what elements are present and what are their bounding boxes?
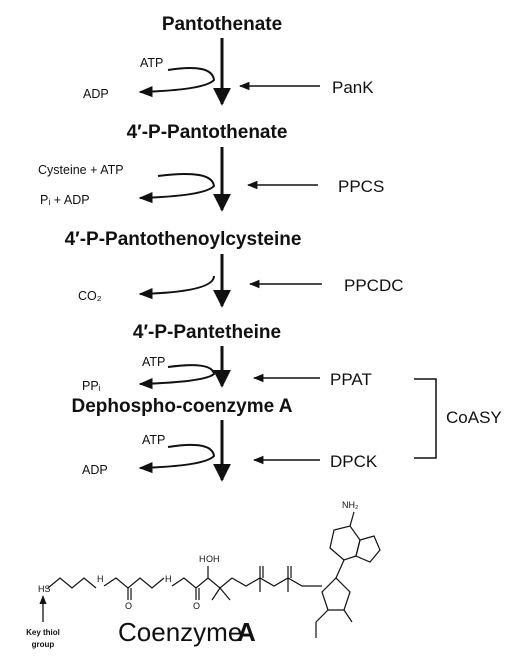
product-letter: A	[237, 617, 256, 647]
step-5-input: ATP	[142, 433, 165, 447]
atom-oh: OH	[206, 554, 220, 564]
atom-ho: H	[199, 554, 206, 564]
step-2: Cysteine + ATP Pᵢ + ADP PPCS	[38, 147, 384, 212]
amine-bond	[349, 511, 355, 527]
coasy-bracket	[414, 378, 437, 459]
coenzyme-a-structure	[47, 511, 381, 638]
product-name: Coenzyme	[118, 617, 242, 647]
step-1-input: ATP	[140, 56, 163, 70]
enzyme-ppcs: PPCS	[338, 177, 384, 196]
enzyme-dpck: DPCK	[330, 452, 378, 471]
atom-nh-1: H	[97, 574, 104, 584]
diphosphate-chain	[231, 577, 303, 587]
atom-o-2: O	[193, 601, 200, 611]
side-arrow-4	[138, 364, 216, 390]
thiol-note-line2: group	[32, 640, 55, 649]
glycosidic-bond	[335, 559, 345, 579]
metabolite-4p-pantothenoylcysteine: 4′-P-Pantothenoylcysteine	[65, 229, 302, 250]
side-arrow-5	[138, 443, 216, 474]
step-2-input: Cysteine + ATP	[38, 163, 124, 177]
side-arrow-2	[138, 173, 216, 204]
side-arrow-1	[138, 67, 216, 98]
metabolite-4p-pantetheine: 4′-P-Pantetheine	[133, 322, 281, 343]
enzyme-ppcdc: PPCDC	[344, 276, 404, 295]
step-1: ATP ADP PanK	[83, 38, 374, 106]
metabolite-pantothenate: Pantothenate	[162, 14, 282, 35]
metabolite-4p-pantothenate: 4′-P-Pantothenate	[127, 122, 288, 143]
step-3-output: CO₂	[78, 289, 102, 303]
adenine-ring-6	[329, 525, 361, 561]
atom-o-1: O	[125, 601, 132, 611]
cysteamine-chain	[47, 577, 97, 589]
methyl-bond-1	[211, 587, 221, 601]
beta-alanine-chain	[103, 577, 165, 589]
step-4-output: PPᵢ	[82, 379, 101, 393]
ribose-ring	[321, 577, 351, 611]
step-2-output: Pᵢ + ADP	[40, 193, 90, 207]
atom-nh-2: H	[165, 574, 172, 584]
complex-coasy: CoASY	[446, 408, 502, 427]
step-3: CO₂ PPCDC	[78, 254, 404, 308]
side-arrow-3	[138, 275, 215, 300]
enzyme-ppat: PPAT	[330, 370, 372, 389]
atom-hs: HS	[38, 584, 51, 594]
step-5-output: ADP	[82, 463, 108, 477]
step-4-input: ATP	[142, 355, 165, 369]
step-5: ATP ADP DPCK	[82, 420, 378, 482]
step-4: ATP PPᵢ PPAT	[82, 346, 372, 393]
ribose-oh-bond	[343, 609, 353, 623]
pantoate-chain	[171, 577, 233, 589]
atom-nh2-group: NH₂	[342, 500, 359, 510]
metabolite-dephospho-coa: Dephospho-coenzyme A	[72, 396, 293, 417]
enzyme-pank: PanK	[332, 78, 374, 97]
thiol-note-line1: Key thiol	[26, 628, 60, 637]
ribose-phosphate-bond	[315, 609, 329, 623]
step-1-output: ADP	[83, 87, 109, 101]
adenine-ring-5	[355, 535, 381, 563]
methyl-bond-2	[219, 587, 231, 601]
